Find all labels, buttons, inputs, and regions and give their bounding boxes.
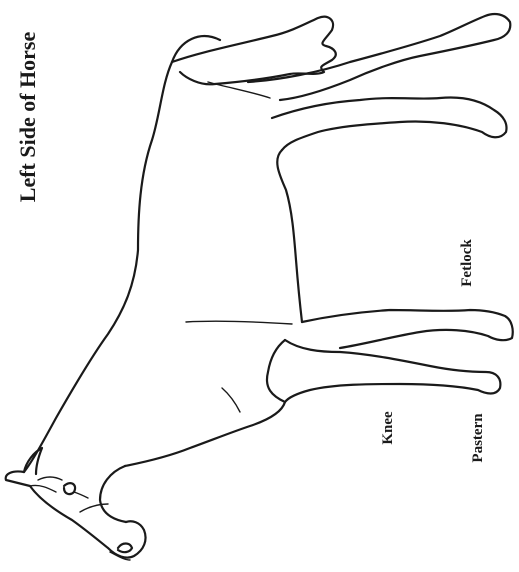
page-title: Left Side of Horse	[14, 17, 42, 217]
label-knee: Knee	[378, 400, 398, 456]
label-pastern: Pastern	[468, 398, 488, 478]
foreleg-lower	[285, 340, 500, 402]
belly-outline	[277, 150, 302, 322]
mane-strand-2	[38, 477, 62, 480]
eye-lash	[74, 492, 88, 498]
hind-leg-lower	[272, 98, 507, 151]
back-and-body-outline	[24, 36, 220, 472]
neck-underside	[100, 466, 126, 522]
shoulder-line-2	[222, 388, 240, 412]
hind-leg-upper	[248, 14, 510, 100]
eye	[64, 483, 75, 494]
label-fetlock: Fetlock	[457, 228, 477, 298]
tail	[172, 17, 336, 85]
nostril	[118, 544, 132, 553]
foreleg-upper	[302, 310, 513, 348]
chest-outline	[125, 340, 285, 466]
flank-detail	[208, 82, 270, 98]
shoulder-line	[186, 321, 292, 324]
